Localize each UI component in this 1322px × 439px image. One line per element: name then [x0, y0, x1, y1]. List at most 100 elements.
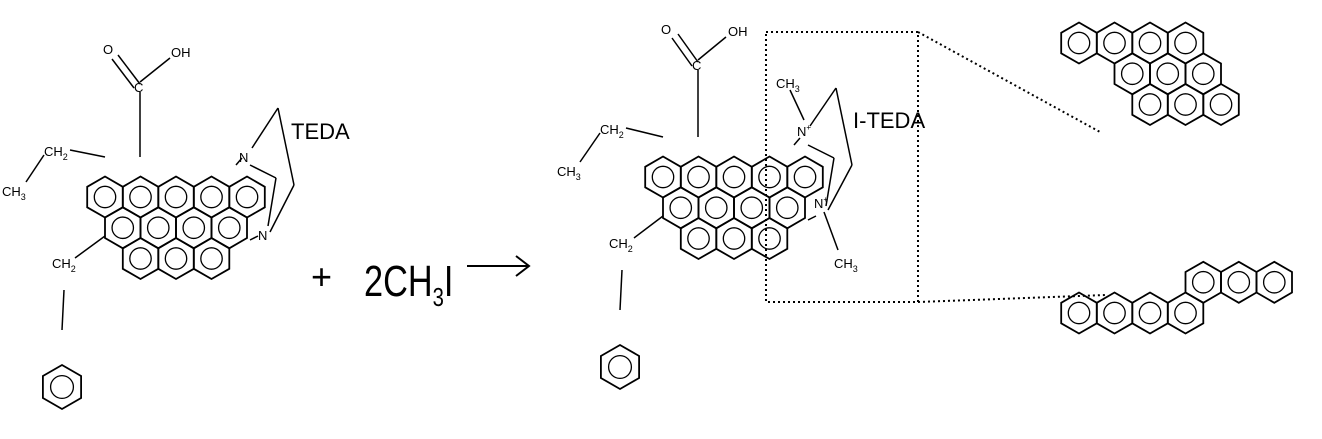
reactant-hydroxyl: OH: [171, 45, 191, 60]
product-ring-aromatic-circle: [722, 165, 746, 189]
product-ring-aromatic-circle: [687, 165, 710, 189]
zoom-fragment-lower-ring-aromatic-circle: [1138, 301, 1162, 325]
product-ring-aromatic-circle: [704, 196, 728, 220]
zoom-callout: [765, 31, 1107, 303]
product-atoms: O OH C CH2 CH3 CH2 N+ N+ CH3 CH3: [557, 22, 858, 274]
reactant-ring-aromatic-circle: [129, 247, 152, 270]
zoom-fragment-upper-ring-aromatic-circle: [1103, 31, 1126, 55]
reactant-ring: [139, 206, 177, 250]
reactant-nitrogen-1: N: [239, 150, 248, 165]
product-ring-system: [600, 155, 824, 391]
reactant-ring-aromatic-circle: [111, 216, 135, 240]
zoom-fragment-upper-ring-aromatic-circle: [1191, 62, 1215, 86]
reactant-bonds: [25, 54, 295, 331]
product-ring-aromatic-circle: [793, 165, 817, 189]
reactant-ring-aromatic-circle: [217, 216, 241, 240]
zoom-fragment-upper-ring-aromatic-circle: [1138, 31, 1162, 55]
product-ring: [697, 186, 735, 230]
product-acid-carbon: C: [692, 58, 701, 73]
reactant-ring-aromatic-circle: [146, 216, 170, 240]
product-hydroxyl: OH: [728, 24, 748, 39]
zoom-fragment-upper-ring-aromatic-circle: [1138, 93, 1162, 116]
zoom-fragment-upper-ring: [1060, 21, 1098, 65]
product-phenyl-ring: [600, 343, 640, 391]
zoom-fragment-upper-ring-aromatic-circle: [1209, 93, 1233, 116]
product-nitrogen-2: N+: [814, 195, 828, 211]
product-ring: [768, 186, 806, 230]
zoom-fragment-lower-ring: [1131, 291, 1169, 335]
product-carbonyl-o: O: [661, 22, 671, 37]
product-methyl-bottom: CH3: [834, 256, 858, 274]
product-ring-aromatic-circle: [687, 227, 710, 250]
product-ring-aromatic-circle: [669, 196, 693, 220]
zoom-fragment-upper-ring-aromatic-circle: [1120, 62, 1144, 86]
reactant-ring-aromatic-circle: [93, 185, 117, 209]
product-ring-aromatic-circle: [722, 227, 746, 250]
reactant-ethyl-ch2: CH2: [44, 144, 68, 162]
reactant-ring: [104, 206, 142, 250]
zoom-fragment-lower-ring-aromatic-circle: [1227, 270, 1251, 294]
zoom-fragment-lower-ring: [1184, 260, 1222, 304]
reactant-ethyl-ch3: CH3: [2, 184, 26, 202]
product-nitrogen-1: N+: [797, 123, 811, 139]
plus-sign: +: [311, 256, 332, 297]
reactant-carbonyl-o: O: [103, 42, 113, 57]
zoom-fragment-lower-ring: [1060, 291, 1098, 335]
reactant-ring: [157, 236, 195, 281]
zoom-fragment-lower-ring: [1166, 291, 1205, 335]
zoom-fragment-upper-ring: [1202, 82, 1240, 127]
reactant-ring-aromatic-circle: [164, 247, 188, 270]
zoom-fragment-upper-ring: [1113, 52, 1151, 96]
product-bonds: [579, 33, 853, 311]
zoom-fragment-upper-ring-aromatic-circle: [1067, 31, 1091, 55]
product-ring: [662, 186, 700, 230]
reactant-label: TEDA: [291, 119, 350, 144]
reactant-nitrogen-2: N: [258, 228, 267, 243]
zoom-fragment-upper-ring: [1166, 82, 1205, 127]
reactant-ring-aromatic-circle: [200, 247, 223, 270]
reactant-ring: [210, 206, 248, 250]
product-label: I-TEDA: [853, 108, 925, 133]
zoom-fragment-lower-ring: [1255, 260, 1293, 304]
zoom-fragment-lower-ring-aromatic-circle: [1103, 301, 1126, 325]
reactant-ring-aromatic-circle: [129, 185, 152, 209]
zoom-fragment-upper-ring: [1149, 52, 1187, 96]
product-ring-aromatic-circle: [775, 196, 799, 220]
reagent-methyl-iodide: 2CH3I: [364, 257, 453, 312]
product-ring-aromatic-circle: [758, 165, 781, 189]
zoom-fragment-lower-ring-aromatic-circle: [1262, 270, 1286, 294]
zoom-fragment-lower-ring: [1220, 260, 1258, 304]
reactant-ring-system: [42, 175, 266, 411]
reactant-benzyl-ch2: CH2: [52, 256, 76, 274]
reactant-ring-aromatic-circle: [182, 216, 206, 240]
zoom-fragment-upper-ring: [1131, 82, 1169, 127]
zoom-ring-fragments: [1060, 21, 1293, 335]
product-ring-aromatic-circle: [740, 196, 764, 220]
product-methyl-top: CH3: [776, 76, 800, 94]
product-ring-aromatic-circle: [758, 227, 781, 250]
zoom-fragment-lower-ring-aromatic-circle: [1067, 301, 1091, 325]
reactant-ring-aromatic-circle: [200, 185, 223, 209]
product-phenyl-ring-aromatic-circle: [607, 354, 633, 380]
product-ethyl-ch2: CH2: [600, 122, 624, 140]
reaction-arrow: [467, 255, 531, 277]
reactant-ring-aromatic-circle: [235, 185, 259, 209]
product-ring: [715, 216, 753, 261]
reactant-ring-aromatic-circle: [164, 185, 188, 209]
reactant-phenyl-ring: [42, 363, 82, 411]
zoom-fragment-lower-ring-aromatic-circle: [1174, 301, 1197, 325]
product-ring-aromatic-circle: [651, 165, 675, 189]
reactant-acid-carbon: C: [134, 80, 143, 95]
reactant-phenyl-ring-aromatic-circle: [49, 374, 75, 400]
product-benzyl-ch2: CH2: [609, 236, 633, 254]
zoom-fragment-upper-ring-aromatic-circle: [1174, 31, 1197, 55]
product-ring: [733, 186, 771, 230]
reactant-ring: [175, 206, 213, 250]
product-ethyl-ch3: CH3: [557, 164, 581, 182]
reactant-atoms: O OH C CH2 CH3 CH2 N N: [2, 42, 267, 274]
zoom-fragment-upper-ring-aromatic-circle: [1174, 93, 1197, 116]
zoom-fragment-upper-ring-aromatic-circle: [1156, 62, 1180, 86]
reactant-ring: [121, 236, 160, 281]
reactant-ring: [192, 236, 231, 281]
